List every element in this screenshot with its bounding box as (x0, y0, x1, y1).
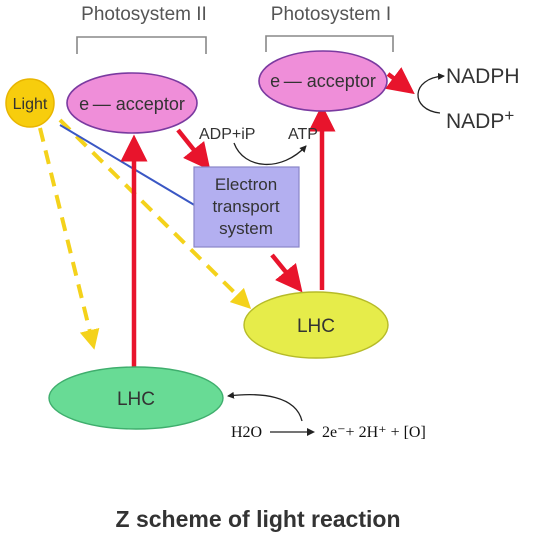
water-products-label: 2e⁻+ 2H⁺ + [O] (322, 424, 426, 441)
water-to-lhc-curve (227, 391, 303, 422)
ets-line-1: Electron (215, 175, 277, 194)
lhc-ps1 (243, 291, 389, 359)
photosystem-ii-title: Photosystem II (81, 4, 207, 25)
ets-to-lhc-ps1-arrow (270, 253, 303, 293)
electron-acceptor-ps1-label: e — acceptor (270, 71, 376, 91)
acceptor-to-nadph-arrow (385, 67, 415, 95)
water-label: H2O (231, 424, 262, 441)
ets-line-2: transport (212, 197, 279, 216)
adp-label: ADP+iP (199, 126, 255, 143)
light-source (5, 78, 55, 128)
nadp-to-nadph-curve (417, 72, 445, 114)
lhc-ps1-label: LHC (297, 316, 335, 337)
photosystem-ii-bracket (76, 36, 207, 54)
diagram-caption: Z scheme of light reaction (116, 506, 401, 532)
photosystem-i-title: Photosystem I (271, 4, 391, 25)
electron-transport-system-box (193, 166, 300, 248)
acceptor-to-ets-arrow (176, 128, 211, 171)
photosystem-i-bracket (265, 35, 394, 52)
electron-acceptor-ps2-label: e — acceptor (79, 94, 185, 114)
lhc-ps2-label: LHC (117, 389, 155, 410)
light-to-lhc-ps1-arrow (58, 118, 252, 310)
electron-acceptor-ps1 (258, 50, 388, 112)
light-to-lhc-ps2-arrow (38, 127, 100, 350)
nadp-label: NADP+ (446, 106, 514, 133)
atp-label: ATP (288, 126, 318, 143)
nadp-superscript: + (504, 106, 514, 125)
light-label: Light (13, 96, 48, 113)
adp-to-atp-curve (233, 142, 307, 166)
light-ray-to-ets (59, 124, 197, 207)
electron-acceptor-ps2 (66, 72, 198, 134)
ets-line-3: system (219, 219, 273, 238)
lhc-ps2 (48, 366, 224, 430)
nadph-label: NADPH (446, 65, 520, 88)
